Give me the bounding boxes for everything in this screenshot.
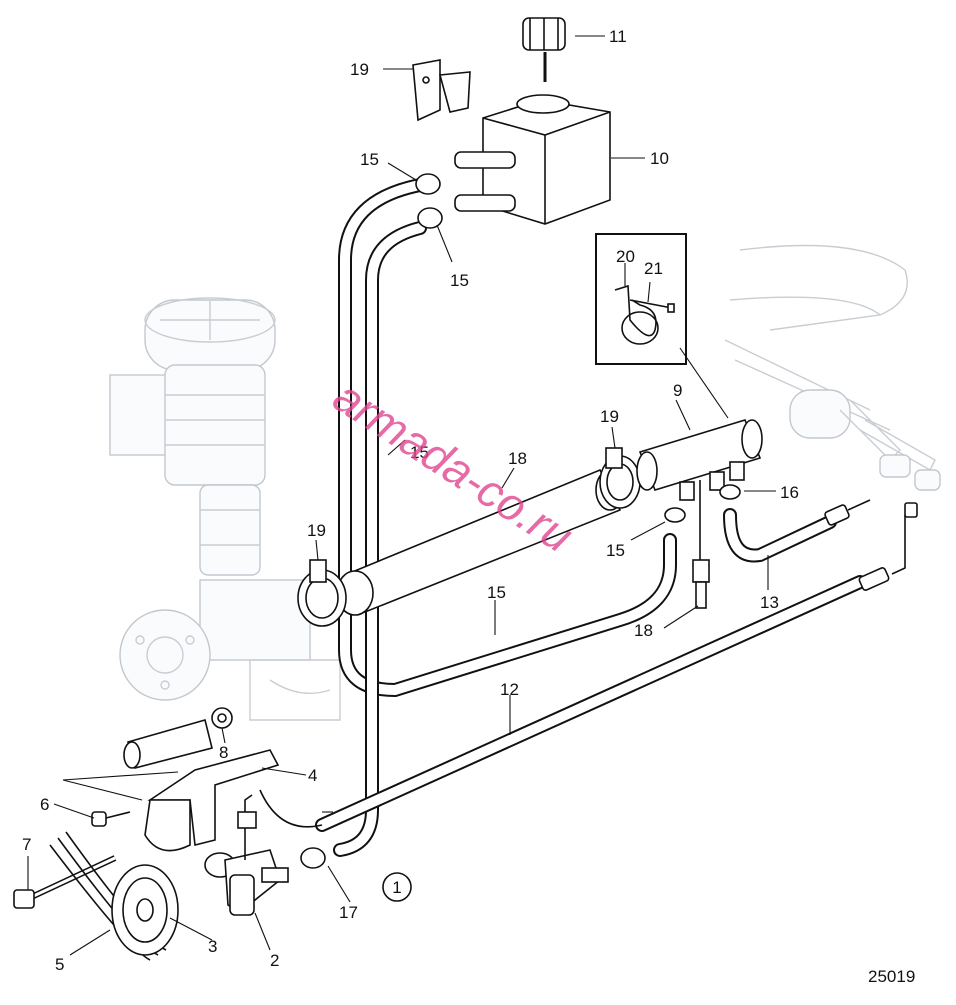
callout-16: 18 bbox=[634, 621, 653, 640]
callout-4: 4 bbox=[308, 766, 317, 785]
view-marker-label: 1 bbox=[392, 878, 401, 897]
inset-pointer-line bbox=[679, 347, 729, 419]
hose-14-outer bbox=[338, 178, 677, 698]
callout-19-right: 19 bbox=[600, 407, 619, 426]
callout-8: 8 bbox=[219, 743, 228, 762]
detail-inset bbox=[595, 233, 687, 365]
ghost-engine-context bbox=[109, 244, 941, 721]
callout-7: 7 bbox=[22, 835, 31, 854]
callout-19-left: 19 bbox=[307, 521, 326, 540]
pump-2 bbox=[204, 794, 289, 916]
leader-lines bbox=[27, 35, 776, 956]
hose-13 bbox=[723, 499, 871, 563]
callout-9: 9 bbox=[673, 381, 682, 400]
callout-15-center: 15 bbox=[606, 541, 625, 560]
cooler-9 bbox=[636, 419, 763, 501]
reference-number: 25019 bbox=[868, 967, 915, 986]
callout-5: 5 bbox=[55, 955, 64, 974]
callout-labels: 11 10 19 15 15 20 21 9 19 18 19 15 16 15… bbox=[22, 27, 915, 986]
callout-14-upper: 15 bbox=[410, 443, 429, 462]
callout-15-top: 15 bbox=[360, 150, 379, 169]
hose-12 bbox=[259, 502, 918, 832]
view-marker-circle bbox=[382, 872, 412, 902]
callout-15-bottom: 17 bbox=[339, 903, 358, 922]
callout-12: 12 bbox=[500, 680, 519, 699]
pulley-3 bbox=[111, 864, 179, 956]
bracket-4 bbox=[144, 749, 280, 852]
callout-15-right: 16 bbox=[780, 483, 799, 502]
callout-2: 2 bbox=[270, 951, 279, 970]
filter-8 bbox=[123, 707, 233, 769]
callout-11: 11 bbox=[609, 27, 627, 46]
filler-cap-11 bbox=[522, 17, 566, 82]
fitting-16 bbox=[692, 480, 710, 609]
callout-18: 18 bbox=[508, 449, 527, 468]
callout-15-below-tank: 15 bbox=[450, 271, 469, 290]
callout-3: 3 bbox=[208, 937, 217, 956]
expansion-tank-10 bbox=[454, 94, 611, 225]
callout-13: 13 bbox=[760, 593, 779, 612]
bolt-6 bbox=[91, 811, 131, 827]
callout-17: 19 bbox=[350, 60, 369, 79]
callout-20: 20 bbox=[616, 247, 635, 266]
cap-screw-7 bbox=[13, 855, 117, 909]
hose-clamp-19-right bbox=[599, 447, 641, 509]
callout-14-lower: 15 bbox=[487, 583, 506, 602]
hose-14-inner bbox=[333, 221, 427, 857]
callout-6: 6 bbox=[40, 795, 49, 814]
callout-21: 21 bbox=[644, 259, 663, 278]
callout-10: 10 bbox=[650, 149, 669, 168]
bracket-17 bbox=[412, 59, 471, 122]
washers-15 bbox=[300, 173, 741, 869]
